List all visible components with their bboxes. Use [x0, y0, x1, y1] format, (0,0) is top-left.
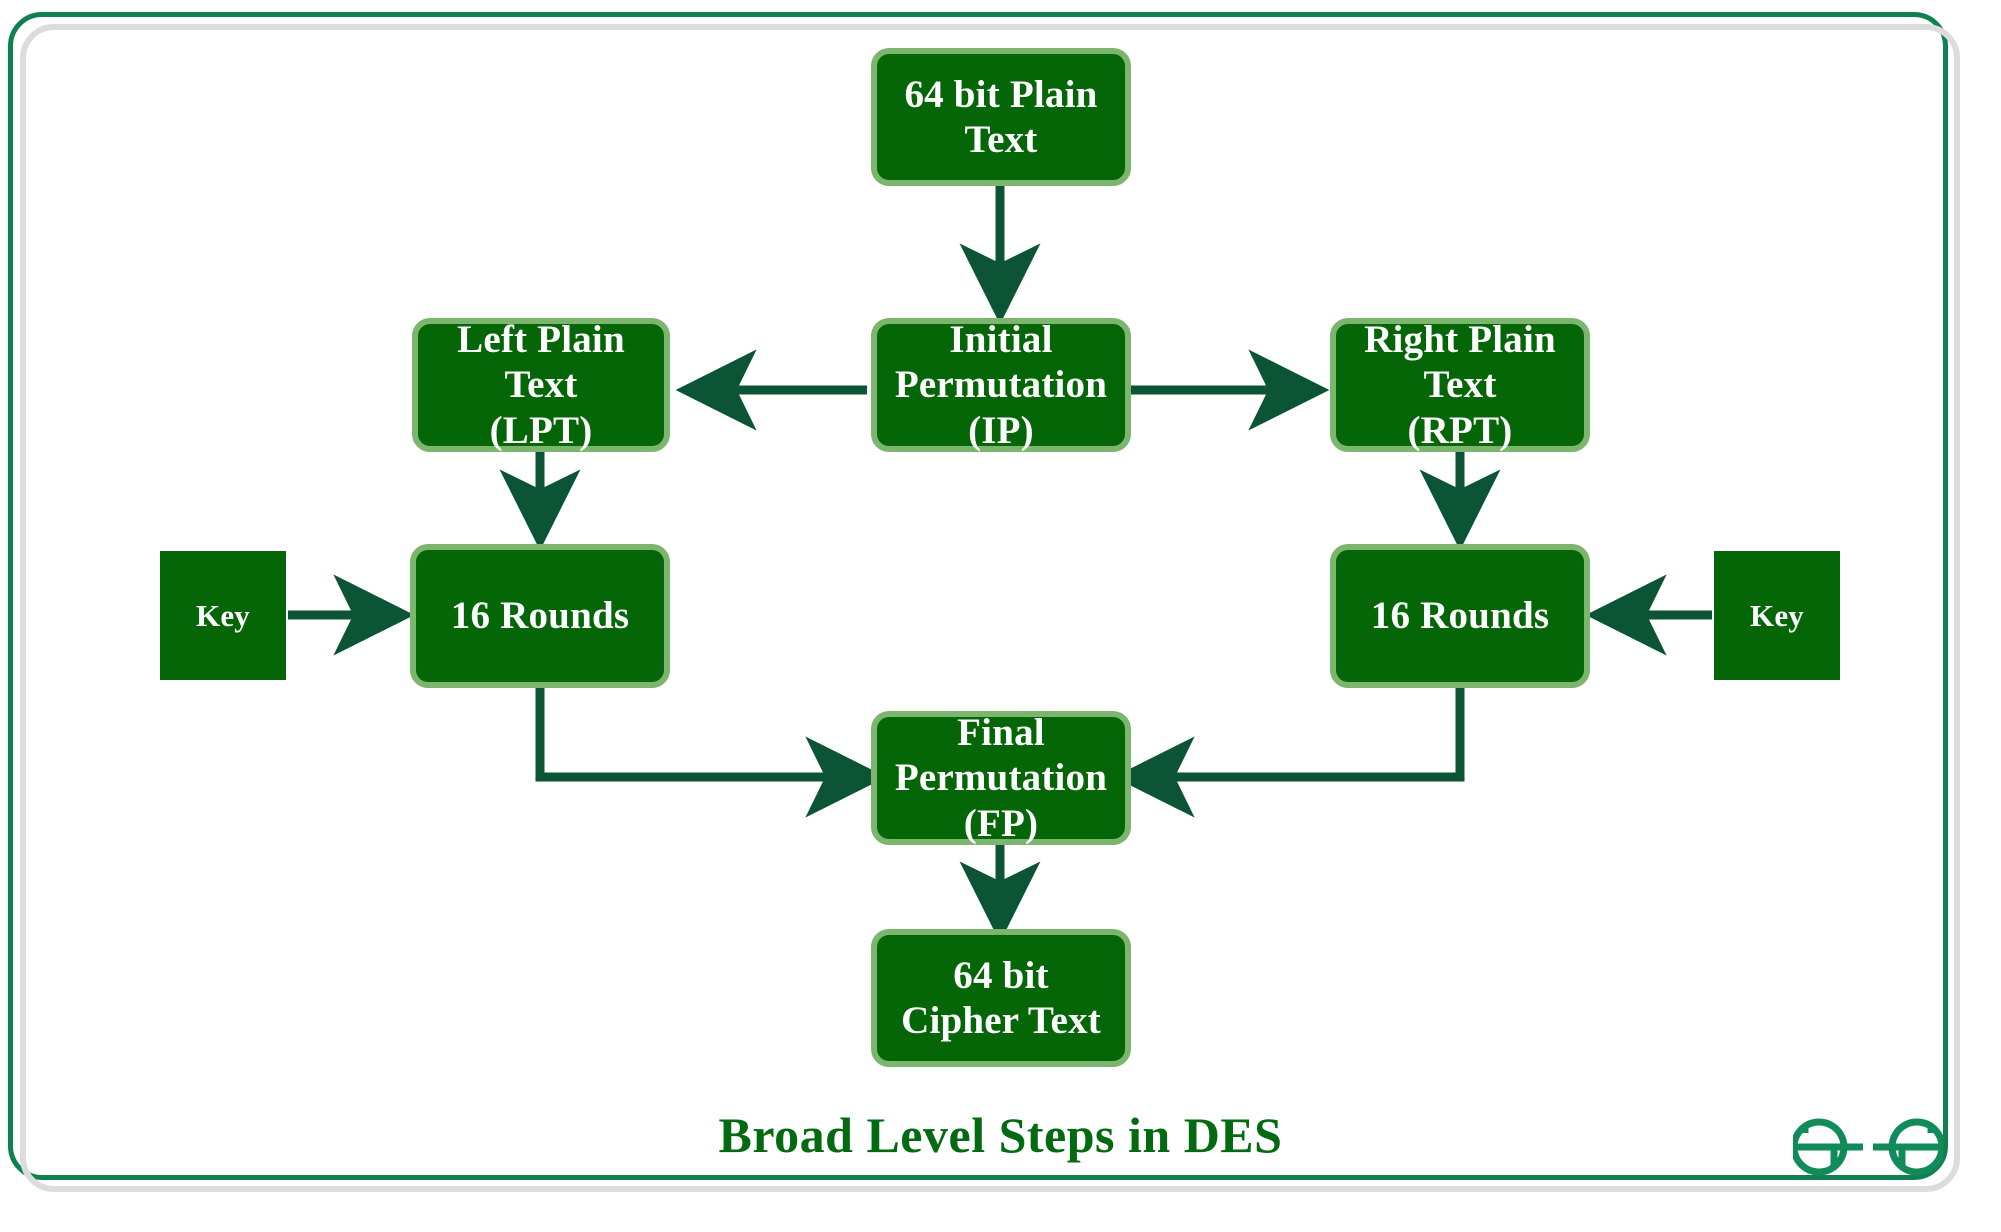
- node-key-right[interactable]: Key: [1714, 551, 1840, 680]
- node-label: 16 Rounds: [450, 594, 630, 638]
- geeksforgeeks-logo: [1793, 1118, 1943, 1176]
- node-right-plain-text[interactable]: Right Plain Text (RPT): [1330, 318, 1590, 452]
- node-label: Right Plain Text (RPT): [1364, 318, 1556, 452]
- node-label: Key: [196, 597, 250, 633]
- node-16-rounds-right[interactable]: 16 Rounds: [1330, 544, 1590, 688]
- node-final-permutation[interactable]: Final Permutation (FP): [871, 711, 1131, 845]
- edge-rounds-left-to-fp: [535, 688, 887, 818]
- edge-rounds-right-to-fp: [1113, 688, 1465, 818]
- node-label: Left Plain Text (LPT): [457, 318, 625, 452]
- node-64-bit-cipher-text[interactable]: 64 bit Cipher Text: [871, 929, 1131, 1067]
- node-key-left[interactable]: Key: [160, 551, 286, 680]
- node-label: 64 bit Plain Text: [904, 72, 1098, 161]
- node-64-bit-plain-text[interactable]: 64 bit Plain Text: [871, 48, 1131, 186]
- node-left-plain-text[interactable]: Left Plain Text (LPT): [412, 318, 670, 452]
- node-label: 16 Rounds: [1370, 594, 1550, 638]
- node-label: Final Permutation (FP): [894, 711, 1108, 845]
- node-16-rounds-left[interactable]: 16 Rounds: [410, 544, 670, 688]
- node-label: Initial Permutation (IP): [894, 318, 1108, 452]
- node-label: Key: [1750, 597, 1804, 633]
- diagram-title: Broad Level Steps in DES: [718, 1107, 1283, 1163]
- node-label: 64 bit Cipher Text: [901, 953, 1101, 1042]
- node-initial-permutation[interactable]: Initial Permutation (IP): [871, 318, 1131, 452]
